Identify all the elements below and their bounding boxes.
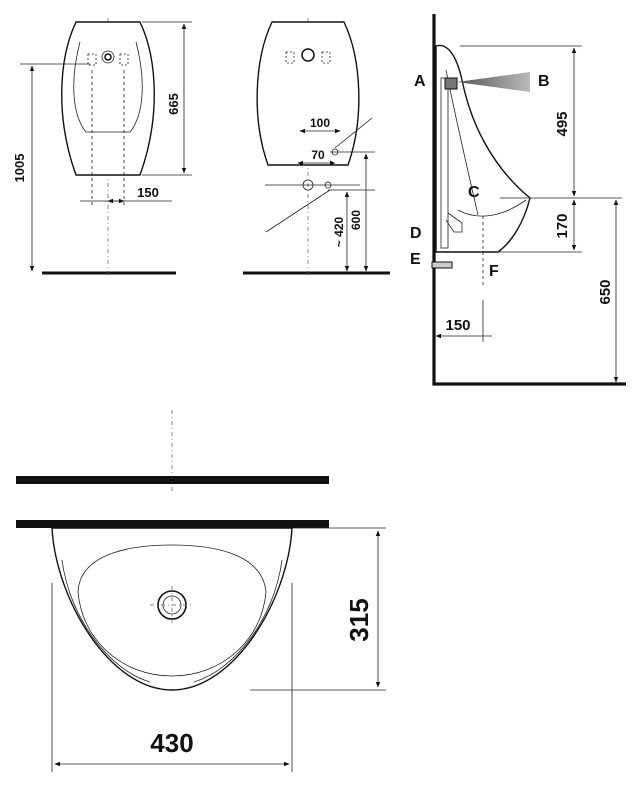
siphon [445, 212, 463, 233]
drain-fitting [431, 261, 453, 269]
dim-650: 650 [597, 279, 614, 304]
back-body-outline [256, 21, 360, 166]
top-view: 315 430 [16, 410, 386, 772]
front-view: 1005 665 150 [12, 18, 192, 275]
wall-floor-line [432, 14, 626, 386]
label-f: F [489, 263, 499, 280]
dim-495: 495 [554, 111, 571, 136]
front-bowl-outline [61, 21, 155, 176]
side-view: A B C D E F 495 170 650 150 [410, 14, 626, 386]
dim-150: 150 [445, 317, 470, 334]
label-d: D [410, 225, 422, 242]
top-bowl-inner [77, 544, 267, 677]
dim-body-height: 665 [166, 93, 181, 115]
dim-offset: 150 [137, 185, 159, 200]
sensor-beam [457, 72, 530, 92]
back-inlet [301, 48, 315, 62]
label-b: B [538, 73, 550, 90]
back-view: 100 70 ~ 420 600 [243, 18, 390, 275]
inlet-circle [101, 50, 115, 64]
dim-total-height: 1005 [12, 154, 27, 183]
waste-connection [302, 179, 314, 191]
dim-600: 600 [349, 210, 363, 230]
label-e: E [410, 251, 421, 268]
label-a: A [414, 73, 426, 90]
fixing-hole-left [87, 53, 97, 66]
dim-420: ~ 420 [332, 216, 346, 247]
dim-70: 70 [311, 148, 325, 162]
fixing-hole-right [119, 53, 129, 66]
wall-bottom-line [16, 520, 329, 528]
label-c: C [468, 184, 480, 201]
dim-170: 170 [554, 213, 571, 238]
front-bowl-inner [73, 41, 143, 133]
side-bowl-outline [435, 44, 531, 253]
sensor-box [444, 77, 458, 90]
wall-top-line [16, 476, 329, 484]
dim-depth: 315 [344, 598, 374, 641]
dim-100: 100 [310, 116, 330, 130]
dim-width: 430 [150, 728, 193, 758]
